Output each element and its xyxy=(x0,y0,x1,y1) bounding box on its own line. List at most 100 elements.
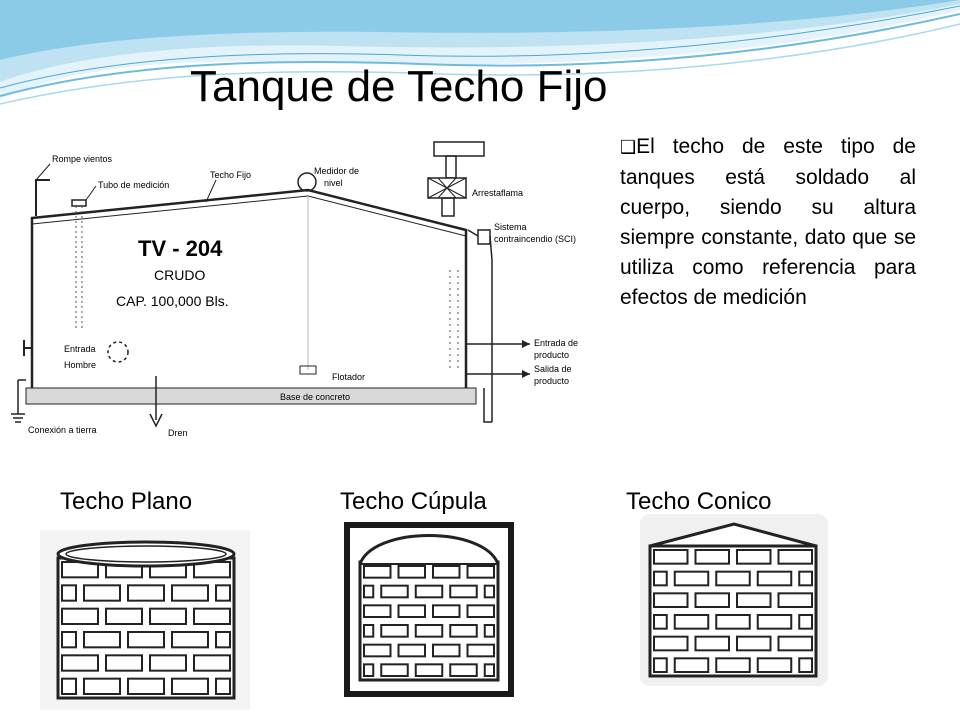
manhole-icon xyxy=(107,341,129,363)
brick xyxy=(414,663,444,677)
label-entrada-hombre-2: Hombre xyxy=(64,360,96,370)
brick xyxy=(653,570,668,587)
float xyxy=(299,365,317,375)
brick xyxy=(215,631,231,649)
label-sistema-2: contraincendio (SCI) xyxy=(494,234,576,244)
brick xyxy=(736,592,772,609)
brick xyxy=(715,657,751,673)
slide-title: Tanque de Techo Fijo xyxy=(190,62,608,111)
brick xyxy=(694,549,730,565)
label-techo-cupula: Techo Cúpula xyxy=(340,488,487,515)
brick xyxy=(127,677,165,696)
level-meter-icon xyxy=(297,172,317,192)
flat-roof-tank-icon xyxy=(40,530,250,710)
brick xyxy=(466,565,495,579)
brick xyxy=(61,607,99,625)
label-conexion: Conexión a tierra xyxy=(28,425,97,435)
label-flotador: Flotador xyxy=(332,372,365,382)
brick xyxy=(756,614,793,630)
brick xyxy=(105,654,143,672)
label-salida-producto-2: producto xyxy=(534,376,569,386)
brick xyxy=(432,604,461,619)
brick xyxy=(694,592,730,609)
label-entrada-producto-1: Entrada de xyxy=(534,338,578,348)
brick xyxy=(363,604,392,619)
brick xyxy=(215,584,231,602)
tank-diagram: Base de concreto Rompe vientos Tubo de m… xyxy=(10,130,618,445)
brick xyxy=(171,677,209,696)
label-base: Base de concreto xyxy=(280,392,350,402)
label-rompe-vientos: Rompe vientos xyxy=(52,154,113,164)
brick xyxy=(756,570,793,587)
brick xyxy=(127,584,165,602)
brick xyxy=(363,663,375,677)
brick xyxy=(397,604,426,619)
brick xyxy=(380,663,409,677)
brick xyxy=(363,565,392,579)
brick xyxy=(798,570,813,587)
tank-id: TV - 204 xyxy=(138,236,223,261)
brick xyxy=(193,607,231,625)
concrete-base xyxy=(25,387,477,405)
brick xyxy=(483,663,495,677)
brick xyxy=(449,663,478,677)
brick xyxy=(363,584,375,599)
label-medidor-2: nivel xyxy=(324,178,343,188)
brick xyxy=(83,631,121,649)
brick xyxy=(215,677,231,696)
label-sistema-1: Sistema xyxy=(494,222,527,232)
brick xyxy=(483,624,495,638)
brick xyxy=(756,657,793,673)
brick xyxy=(61,631,77,649)
cone-roof-tank-icon xyxy=(640,514,828,686)
brick xyxy=(61,654,99,672)
brick xyxy=(673,614,710,630)
flame-arrester-icon xyxy=(427,141,485,217)
description-body: El techo de este tipo de tanques está so… xyxy=(620,135,916,309)
brick xyxy=(777,549,813,565)
brick xyxy=(777,635,813,652)
tank-shell xyxy=(30,188,468,388)
brick xyxy=(171,631,209,649)
brick xyxy=(483,584,495,599)
label-entrada-producto-2: producto xyxy=(534,350,569,360)
brick xyxy=(798,657,813,673)
dome-roof-tank-icon xyxy=(344,522,514,697)
tank-capacity: CAP. 100,000 Bls. xyxy=(116,293,229,309)
brick xyxy=(466,604,495,619)
brick xyxy=(736,635,772,652)
brick xyxy=(673,657,710,673)
label-tubo-medicion: Tubo de medición xyxy=(98,180,169,190)
label-salida-producto-1: Salida de xyxy=(534,364,572,374)
brick xyxy=(380,624,409,638)
brick xyxy=(715,614,751,630)
brick xyxy=(127,631,165,649)
drain-pipe xyxy=(149,376,163,428)
description-text: ❑El techo de este tipo de tanques está s… xyxy=(620,132,916,313)
label-techo-plano: Techo Plano xyxy=(60,488,193,515)
brick xyxy=(653,592,689,609)
label-techo-conico: Techo Conico xyxy=(626,488,772,515)
label-medidor-1: Medidor de xyxy=(314,166,359,176)
brick xyxy=(397,643,426,658)
label-arrestaflama: Arrestaflama xyxy=(472,188,523,198)
brick xyxy=(149,607,187,625)
header-wave-decoration xyxy=(0,0,960,105)
brick xyxy=(449,584,478,599)
brick xyxy=(61,584,77,602)
checkbox-bullet-icon: ❑ xyxy=(620,137,637,158)
brick xyxy=(798,614,813,630)
brick xyxy=(694,635,730,652)
brick xyxy=(61,677,77,696)
label-techo-fijo: Techo Fijo xyxy=(210,170,251,180)
brick xyxy=(653,549,689,565)
brick xyxy=(449,624,478,638)
brick xyxy=(432,643,461,658)
brick xyxy=(736,549,772,565)
brick xyxy=(432,565,461,579)
brick xyxy=(673,570,710,587)
brick xyxy=(363,643,392,658)
brick xyxy=(466,643,495,658)
brick xyxy=(414,584,444,599)
brick xyxy=(83,584,121,602)
